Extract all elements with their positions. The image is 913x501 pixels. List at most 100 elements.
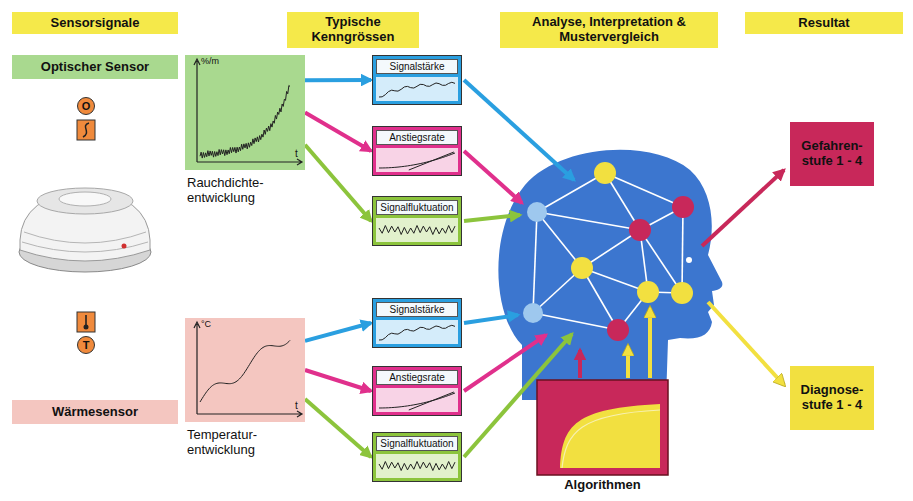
feature-box: Anstiegsrate	[372, 366, 462, 416]
detector-cap	[59, 192, 111, 206]
tangent-line	[409, 392, 454, 410]
algorithm-curve	[562, 410, 660, 468]
optical-symbol	[77, 120, 95, 140]
algorithm-panel	[545, 387, 660, 468]
network-node	[637, 281, 659, 303]
axis-label: t	[295, 148, 298, 159]
graph-curve	[379, 325, 455, 340]
tangent-line	[409, 152, 454, 170]
graph-curve	[379, 462, 455, 471]
node-label: T	[83, 339, 90, 351]
axis-unit: °C	[201, 319, 211, 329]
graph-panel	[376, 454, 458, 478]
chart-axis	[194, 322, 200, 414]
input-arrow	[464, 215, 520, 221]
network-node	[672, 196, 694, 218]
mini-graph	[376, 454, 458, 478]
signal-chart: °CtTemperatur- entwicklung	[185, 318, 305, 422]
feature-box: Signalstärke	[372, 298, 462, 348]
node-label: Optischer Sensor	[41, 60, 149, 75]
graph-panel	[376, 77, 458, 101]
graph-curve	[379, 82, 455, 97]
signal-arrow	[305, 145, 371, 221]
feature-title: Anstiegsrate	[376, 130, 458, 145]
signal-chart: %/mtRauchdichte- entwicklung	[185, 55, 305, 170]
signal-arrow	[305, 78, 371, 82]
network-node	[571, 257, 593, 279]
node-label: Gefahren- stufe 1 - 4	[798, 139, 866, 169]
graph-panel	[376, 320, 458, 344]
result-arrow	[702, 170, 784, 246]
node-label: Diagnose- stufe 1 - 4	[798, 383, 866, 413]
signal-arrow	[305, 399, 371, 457]
network-node	[523, 303, 543, 323]
input-arrow	[464, 334, 572, 457]
feature-box: Signalstärke	[372, 55, 462, 105]
mini-graph	[376, 148, 458, 172]
chart-plot	[185, 318, 305, 422]
graph-panel	[376, 388, 458, 412]
feature-title: Anstiegsrate	[376, 370, 458, 385]
heat-symbol	[84, 325, 89, 330]
detector-cap	[37, 188, 133, 214]
algorithm-arrow	[626, 346, 630, 378]
sensor-label: Wärmesensor	[12, 400, 178, 424]
graph-panel	[376, 218, 458, 242]
chart-caption: Rauchdichte- entwicklung	[187, 176, 299, 206]
node-label: Analyse, Interpretation & Mustervergleic…	[508, 15, 710, 45]
feature-title: Signalfluktuation	[376, 200, 458, 215]
node-label: Wärmesensor	[52, 405, 138, 420]
graph-curve	[379, 393, 455, 408]
algorithm-curve	[545, 387, 660, 468]
network-link	[537, 212, 640, 230]
input-arrow	[464, 315, 518, 323]
feature-box: Signalfluktuation	[372, 432, 462, 482]
signal-arrow	[305, 370, 371, 391]
mini-graph	[376, 388, 458, 412]
network-link	[533, 313, 618, 330]
network-node	[671, 282, 693, 304]
sensor-symbol: T	[77, 336, 95, 354]
network-link	[605, 173, 683, 207]
feature-title: Signalfluktuation	[376, 436, 458, 451]
input-arrow	[464, 151, 522, 203]
mini-graph	[376, 320, 458, 344]
node-label: Sensorsignale	[51, 16, 140, 31]
graph-panel	[376, 148, 458, 172]
chart-curve	[200, 85, 290, 158]
feature-box: Anstiegsrate	[372, 126, 462, 176]
network-node	[527, 202, 547, 222]
chart-axis	[197, 411, 302, 417]
feature-title: Signalstärke	[376, 302, 458, 317]
input-arrow	[464, 335, 546, 391]
column-header: Sensorsignale	[12, 12, 178, 34]
eye-dot	[686, 257, 692, 263]
feature-box: Signalfluktuation	[372, 196, 462, 246]
head-silhouette	[498, 150, 722, 400]
column-header: Analyse, Interpretation & Mustervergleic…	[500, 12, 718, 48]
network-link	[682, 207, 683, 293]
chart-axis	[194, 59, 200, 162]
algorithm-box	[537, 380, 668, 475]
sensor-symbol: O	[77, 97, 95, 115]
column-header: Resultat	[745, 12, 903, 34]
network-node	[607, 319, 629, 341]
signal-arrow	[305, 323, 371, 341]
mini-graph	[376, 77, 458, 101]
chart-curve	[200, 340, 290, 402]
chart-caption: Temperatur- entwicklung	[187, 428, 299, 458]
result-box: Diagnose- stufe 1 - 4	[790, 366, 874, 430]
optical-symbol	[83, 123, 89, 137]
column-header: Typische Kenngrössen	[287, 12, 419, 48]
signal-arrow	[305, 113, 371, 152]
detector-slot	[22, 242, 148, 252]
chart-plot	[185, 55, 305, 170]
node-label: O	[82, 100, 91, 112]
detector-led	[122, 244, 127, 249]
axis-label: t	[295, 400, 298, 411]
box-caption: Algorithmen	[537, 477, 668, 492]
chart-axis	[197, 159, 302, 165]
heat-symbol	[77, 312, 95, 332]
graph-curve	[379, 226, 455, 235]
sensor-label: Optischer Sensor	[12, 55, 178, 79]
